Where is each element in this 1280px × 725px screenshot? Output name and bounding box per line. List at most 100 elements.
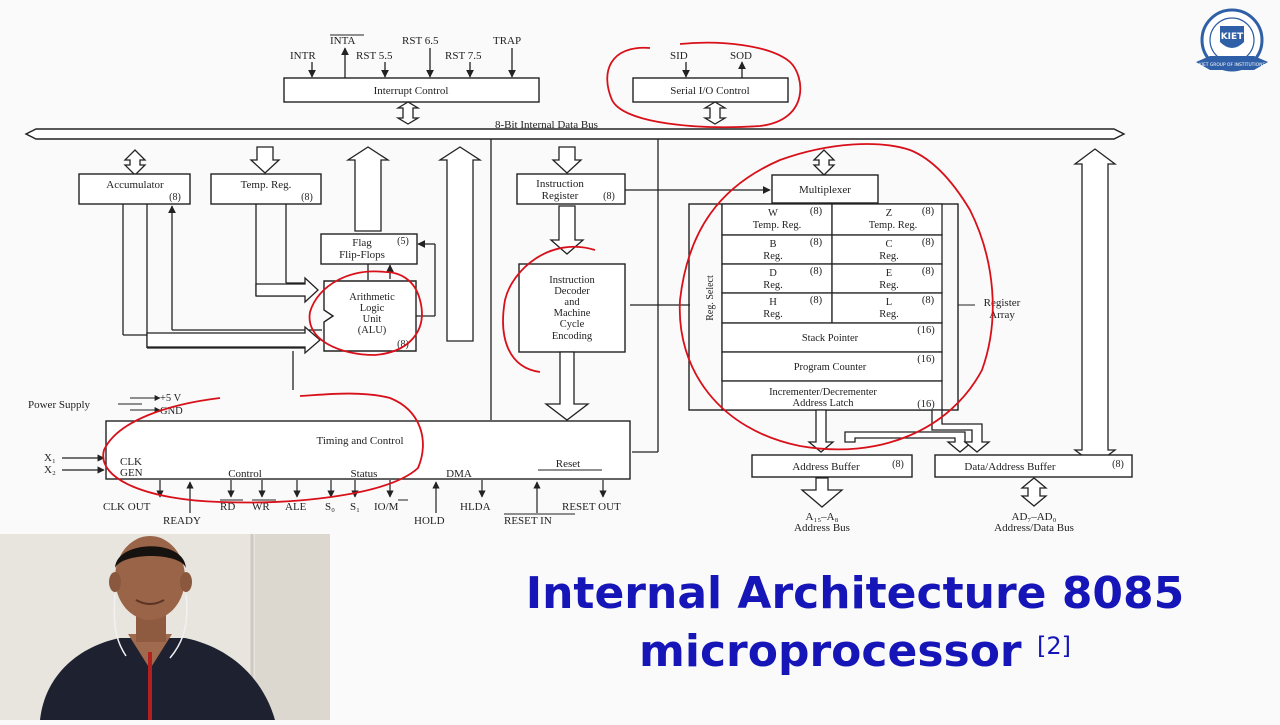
annotation-timing-circle: [102, 392, 424, 504]
alu-line2: Logic: [360, 303, 385, 314]
reg-z-sub: Temp. Reg.: [869, 220, 918, 231]
accumulator-block: Accumulator (8): [78, 173, 191, 205]
reg-c-sub: Reg.: [879, 251, 899, 262]
logo-text: KIET: [1221, 32, 1244, 42]
timing-control-label: Timing and Control: [317, 435, 404, 447]
reg-z-bits: (8): [922, 206, 935, 217]
decoder-line1: Instruction: [549, 275, 595, 286]
pin-s0: S₀: [325, 501, 335, 513]
data-address-buffer-block: Data/Address Buffer (8): [934, 454, 1133, 478]
dma-label: DMA: [446, 468, 472, 480]
reg-e-sub: Reg.: [879, 280, 899, 291]
bottom-pins-row1: CLK OUT RD WR ALE S₀ S₁ IO/M HLDA RESET …: [103, 501, 621, 513]
pin-rst55: RST 5.5: [356, 50, 393, 62]
reg-l-sub: Reg.: [879, 309, 899, 320]
flag-label-line2: Flip-Flops: [339, 249, 385, 261]
x2-label: X₂: [44, 464, 56, 476]
clk-gen-line1: CLK: [120, 456, 142, 468]
register-array-line2: Array: [989, 309, 1015, 321]
citation: [2]: [1036, 632, 1071, 660]
serial-io-control-block: Serial I/O Control: [632, 77, 789, 103]
control-label: Control: [228, 468, 262, 480]
pin-inta: INTA: [330, 35, 355, 47]
alu-line4: (ALU): [358, 325, 387, 336]
pin-rst75: RST 7.5: [445, 50, 482, 62]
gnd-label: GND: [160, 406, 183, 417]
temp-reg-block: Temp. Reg. (8): [210, 173, 322, 205]
red-annotations: [102, 41, 994, 504]
reg-d-sub: Reg.: [763, 280, 783, 291]
stack-pointer-bits: (16): [917, 325, 935, 336]
reg-h-name: H: [769, 297, 777, 308]
reg-h-sub: Reg.: [763, 309, 783, 320]
reg-c-bits: (8): [922, 237, 935, 248]
slide-title-line2: microprocessor [2]: [500, 626, 1210, 678]
reg-e-bits: (8): [922, 266, 935, 277]
alu-block: Arithmetic Logic Unit (ALU) (8): [323, 280, 417, 352]
pin-reset-in: RESET IN: [504, 515, 552, 527]
pin-hlda: HLDA: [460, 501, 491, 513]
decoder-line5: Cycle: [560, 319, 585, 330]
timing-control-block: Timing and Control CLK GEN Control Statu…: [105, 420, 631, 480]
decoder-line2: Decoder: [554, 286, 590, 297]
annotation-alu-circle: [308, 270, 423, 356]
reg-w-bits: (8): [810, 206, 823, 217]
pin-rst65: RST 6.5: [402, 35, 439, 47]
data-bus-line2: Address/Data Bus: [994, 522, 1074, 534]
reg-w-sub: Temp. Reg.: [753, 220, 802, 231]
annotation-serial-circle: [606, 41, 802, 129]
reg-c-name: C: [885, 239, 892, 250]
decoder-line6: Encoding: [552, 331, 593, 342]
temp-reg-bits: (8): [301, 192, 313, 203]
interrupt-control-block: Interrupt Control: [283, 77, 540, 103]
pin-ale: ALE: [285, 501, 307, 513]
decoder-line4: Machine: [554, 308, 591, 319]
data-address-buffer-label: Data/Address Buffer: [964, 461, 1055, 473]
reg-h-bits: (8): [810, 295, 823, 306]
program-counter-label: Program Counter: [794, 362, 867, 373]
pin-sid: SID: [670, 50, 688, 62]
accumulator-bits: (8): [169, 192, 181, 203]
interrupt-control-label: Interrupt Control: [374, 85, 449, 97]
register-grid: [721, 203, 943, 411]
annotation-decoder-arc: [502, 245, 596, 373]
pin-sod: SOD: [730, 50, 752, 62]
status-label: Status: [351, 468, 378, 480]
bus-label: 8-Bit Internal Data Bus: [495, 119, 598, 131]
alu-line1: Arithmetic: [349, 292, 395, 303]
alu-bits: (8): [397, 339, 409, 350]
reg-select-label: Reg. Select: [705, 275, 716, 321]
bottom-pins-row2: READY HOLD RESET IN: [163, 515, 552, 527]
slide-title-text1: Internal Architecture 8085: [525, 568, 1185, 619]
program-counter-bits: (16): [917, 354, 935, 365]
reset-label: Reset: [556, 458, 580, 470]
incrementer-line1: Incrementer/Decrementer: [769, 387, 877, 398]
reg-b-sub: Reg.: [763, 251, 783, 262]
data-address-buffer-bits: (8): [1112, 459, 1124, 470]
flag-bits: (5): [397, 236, 409, 247]
power-supply-label: Power Supply: [28, 399, 91, 411]
logo-ring-text: KIET GROUP OF INSTITUTIONS: [1199, 62, 1266, 68]
pin-wr: WR: [252, 501, 270, 513]
flag-flip-flops-block: Flag Flip-Flops (5): [320, 233, 418, 265]
x1-label: X₁: [44, 452, 56, 464]
stack-pointer-label: Stack Pointer: [802, 333, 859, 344]
pin-s1: S₁: [350, 501, 360, 513]
incrementer-bits: (16): [917, 399, 935, 410]
pin-clk-out: CLK OUT: [103, 501, 151, 513]
ir-bits: (8): [603, 191, 615, 202]
pin-ready: READY: [163, 515, 201, 527]
reg-d-bits: (8): [810, 266, 823, 277]
multiplexer-block: Multiplexer: [771, 174, 879, 204]
clk-gen-line2: GEN: [120, 467, 143, 479]
pin-reset-out: RESET OUT: [562, 501, 621, 513]
pin-rd: RD: [220, 501, 235, 513]
webcam-overlay: [0, 534, 330, 720]
reg-w-name: W: [768, 208, 778, 219]
data-bus-line1: AD₇–AD₀: [1012, 511, 1057, 523]
multiplexer-label: Multiplexer: [799, 184, 851, 196]
slide-title-text2: microprocessor: [639, 626, 1022, 677]
slide-title-line1: Internal Architecture 8085: [500, 568, 1210, 620]
ir-label-line2: Register: [542, 190, 579, 202]
